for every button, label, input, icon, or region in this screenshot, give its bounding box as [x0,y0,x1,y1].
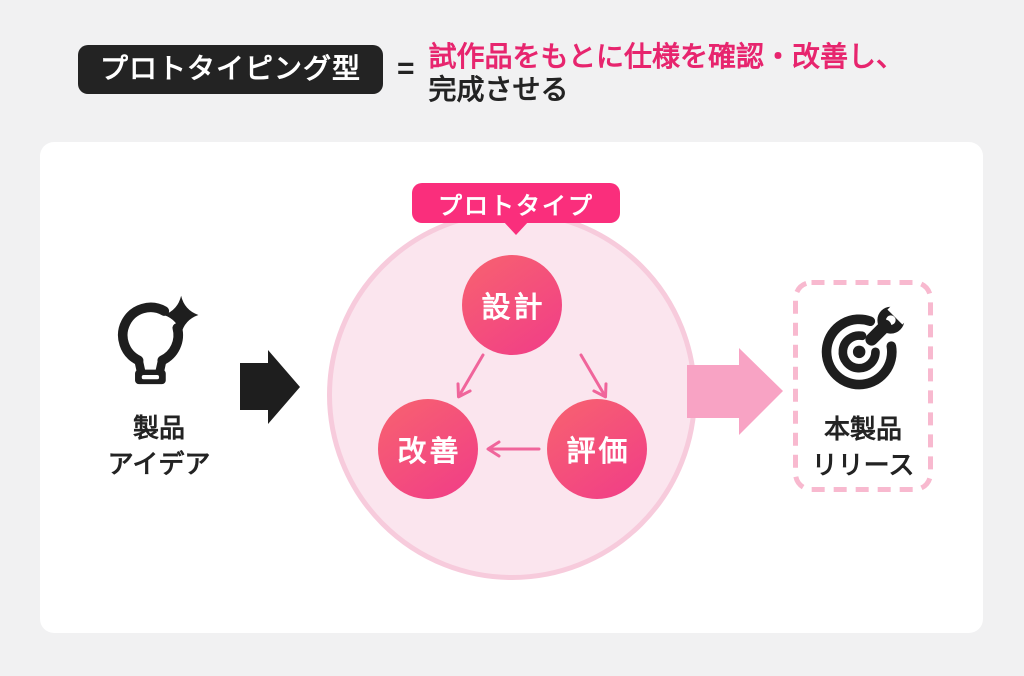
diagram-card: 製品 アイデア プロトタイプ 設計 改善 評価 本製品 リリ [40,142,983,633]
header: プロトタイピング型 = 試作品をもとに仕様を確認・改善し、 完成させる [78,40,904,106]
release-label: 本製品 リリース [783,411,943,483]
lightbulb-sparkle-icon [118,295,199,385]
definition-rest: 完成させる [428,74,569,106]
flow-arrow-right-icon [240,350,300,424]
equals-sign: = [397,52,415,85]
release-label-line2: リリース [811,450,915,480]
idea-label: 製品 アイデア [79,410,239,482]
idea-label-line1: 製品 [132,413,185,443]
step-evaluate: 評価 [547,399,647,499]
method-name-badge: プロトタイピング型 [78,45,384,94]
definition-highlight: 試作品をもとに仕様を確認・改善し、 [428,41,904,72]
step-improve: 改善 [378,399,478,499]
release-label-line1: 本製品 [823,414,902,444]
idea-label-line2: アイデア [107,449,211,479]
release-arrow-right-icon [687,348,783,435]
target-wrench-icon [821,300,911,390]
definition-text: 試作品をもとに仕様を確認・改善し、 完成させる [429,40,904,106]
release-dashed-box [793,280,933,492]
step-design: 設計 [462,255,562,355]
prototype-badge: プロトタイプ [412,183,620,223]
